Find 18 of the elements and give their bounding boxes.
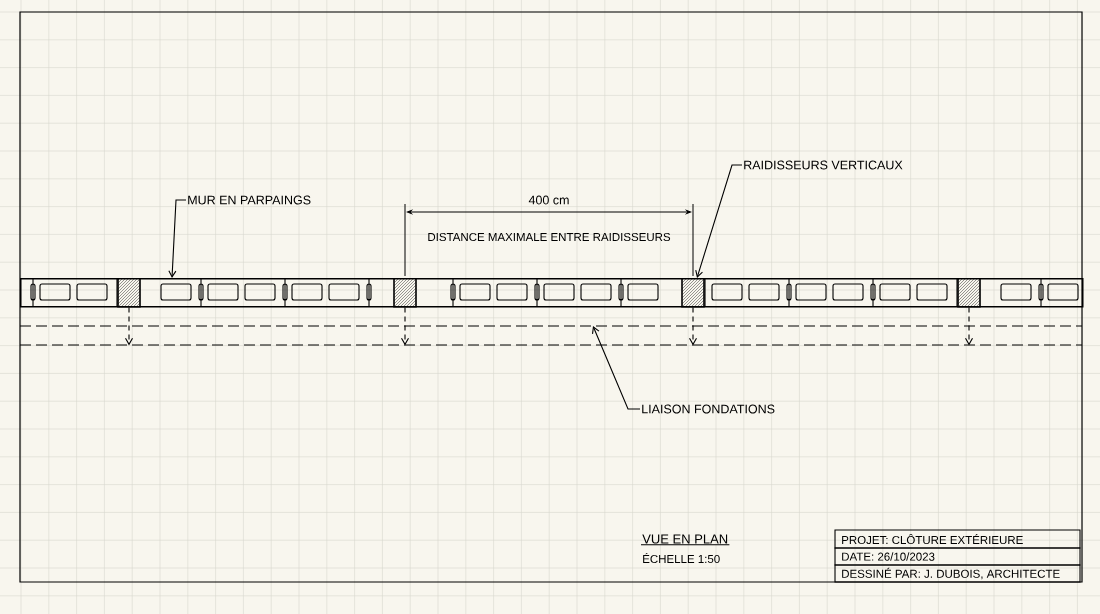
leader-line <box>695 164 743 278</box>
foundation-tie <box>19 325 1083 346</box>
dimension-text: 400 cm <box>528 195 569 205</box>
tie-arrow <box>688 307 698 346</box>
tie-arrow <box>400 307 410 346</box>
tie-arrow <box>964 307 974 346</box>
leader-line <box>592 326 641 410</box>
callout-text: RAIDISSEURS VERTICAUX <box>744 160 903 170</box>
callout-text: LIAISON FONDATIONS <box>642 404 775 414</box>
callout-text: MUR EN PARPAINGS <box>188 195 311 205</box>
table-cell: DESSINÉ PAR: J. DUBOIS, ARCHITECTE <box>834 564 1081 583</box>
view-title: VUE EN PLAN <box>640 534 730 546</box>
scale-note: ÉCHELLE 1:50 <box>643 552 720 564</box>
tie-arrow <box>124 307 134 346</box>
dimension-note: DISTANCE MAXIMALE ENTRE RAIDISSEURS <box>428 232 671 242</box>
leader-line <box>168 199 187 278</box>
table-cell: PROJET: CLÔTURE EXTÉRIEURE <box>834 529 1081 549</box>
table-cell: DATE: 26/10/2023 <box>834 547 1081 566</box>
